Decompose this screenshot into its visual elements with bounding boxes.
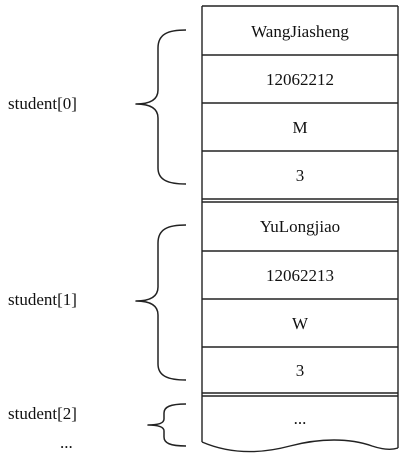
field-name: YuLongjiao (260, 217, 340, 236)
brace-student-2 (147, 403, 187, 447)
trailing-ellipsis: ... (60, 433, 73, 452)
struct-label-student-0: student[0] (8, 94, 77, 113)
field-grade: 3 (296, 166, 305, 185)
struct-label-student-2: student[2] (8, 404, 77, 423)
struct-label-student-1: student[1] (8, 290, 77, 309)
field-id: 12062213 (266, 266, 334, 285)
field-ellipsis: ... (294, 409, 307, 428)
brace-student-0 (135, 29, 187, 185)
field-sex: M (292, 118, 307, 137)
field-sex: W (292, 314, 309, 333)
memory-column-wavy-bottom (201, 439, 399, 453)
field-name: WangJiasheng (251, 22, 349, 41)
field-grade: 3 (296, 361, 305, 380)
brace-student-1 (135, 224, 187, 381)
field-id: 12062212 (266, 70, 334, 89)
